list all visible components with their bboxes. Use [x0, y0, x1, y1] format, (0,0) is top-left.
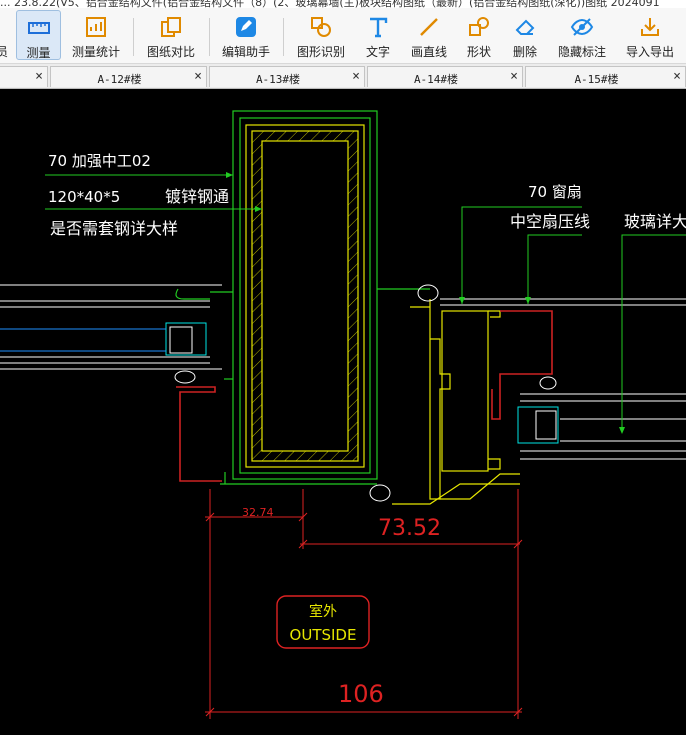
toolbar: 员 测量 测量统计 图纸对比 编辑助手 图形识别 文字 画直线 形状 删除 隐藏…: [0, 8, 686, 64]
edit-assistant-icon: [236, 17, 256, 37]
cad-drawing: 70 加强中工02 120*40*5 镀锌钢通 是否需套钢详大样 70 窗扇 中…: [0, 110, 686, 719]
outside-label-en: OUTSIDE: [290, 626, 357, 644]
measure-stats-label: 测量统计: [71, 45, 120, 59]
compare-drawings-button[interactable]: 图纸对比: [140, 10, 202, 60]
delete-label: 删除: [512, 45, 537, 59]
dimension-lines: [205, 489, 523, 719]
measure-stats-icon: [86, 17, 106, 37]
outside-label-cn: 室外: [309, 603, 337, 620]
window-title: ... 23.8.22(V5、铝合金结构文件(铝合金结构文件（8）(2、玻璃幕墙…: [0, 0, 686, 8]
tab-label: A-12#楼: [97, 73, 142, 86]
tab-a13[interactable]: A-13#楼 ×: [209, 66, 365, 87]
compare-drawings-label: 图纸对比: [146, 45, 195, 59]
dimension-total: 106: [338, 680, 384, 708]
annotation-steel-detail-question: 是否需套钢详大样: [50, 219, 178, 238]
steel-tube: [245, 124, 365, 468]
shape-button[interactable]: 形状: [459, 10, 499, 60]
close-icon[interactable]: ×: [510, 69, 518, 84]
tab-label: A-13#楼: [255, 73, 301, 86]
top-right-lines: [440, 298, 686, 306]
drawing-tabs: × A-12#楼 × A-13#楼 × A-14#楼 × A-15#楼 ×: [0, 64, 686, 89]
annotation-window-sash: 70 窗扇: [528, 183, 582, 201]
shape-recognition-icon: [311, 17, 331, 37]
red-frames: [176, 310, 553, 482]
draw-line-button[interactable]: 画直线: [404, 10, 454, 60]
measure-label: 测量: [26, 46, 51, 60]
annotation-steel-size: 120*40*5: [48, 188, 120, 206]
line-icon: [420, 18, 438, 36]
close-icon[interactable]: ×: [352, 69, 360, 84]
window-sash-profile: [392, 299, 520, 505]
right-glass-panel: [517, 393, 686, 460]
shape-label: 形状: [466, 45, 491, 59]
eye-hidden-icon: [570, 18, 594, 36]
outside-label: 室外 OUTSIDE: [276, 595, 370, 649]
tab-a14[interactable]: A-14#楼 ×: [367, 66, 523, 87]
tab-a15[interactable]: A-15#楼 ×: [525, 66, 686, 87]
partial-tool-label: 员: [0, 45, 9, 59]
measure-button[interactable]: 测量: [16, 10, 61, 60]
dimension-mid: 73.52: [378, 516, 441, 541]
hide-annotations-label: 隐藏标注: [557, 45, 606, 59]
cad-canvas[interactable]: 70 加强中工02 120*40*5 镀锌钢通 是否需套钢详大样 70 窗扇 中…: [0, 89, 686, 735]
shape-recognition-label: 图形识别: [296, 45, 345, 59]
shape-recognition-button[interactable]: 图形识别: [290, 10, 352, 60]
gaskets: [174, 284, 557, 502]
annotation-galvanized-tube: 镀锌钢通: [165, 187, 229, 206]
annotation-reinforcement: 70 加强中工02: [48, 152, 151, 170]
leader-lines: [45, 174, 686, 429]
text-icon: [370, 17, 388, 38]
tab-label: A-15#楼: [574, 73, 619, 86]
measure-stats-button[interactable]: 测量统计: [66, 10, 126, 60]
close-icon[interactable]: ×: [673, 69, 681, 84]
import-export-label: 导入导出: [625, 45, 674, 59]
dimension-small: 32.74: [242, 506, 274, 519]
import-export-button[interactable]: 导入导出: [618, 10, 682, 60]
edit-assistant-button[interactable]: 编辑助手: [216, 10, 276, 60]
annotation-glass-detail: 玻璃详大样: [624, 212, 686, 231]
eraser-icon: [515, 19, 535, 35]
delete-button[interactable]: 删除: [504, 10, 546, 60]
edit-assistant-label: 编辑助手: [221, 45, 270, 59]
leader-arrowheads: [226, 172, 625, 434]
close-icon[interactable]: ×: [194, 69, 202, 84]
toolbar-divider: [283, 18, 284, 56]
text-tool-label: 文字: [365, 45, 390, 59]
left-glass-panel: [0, 284, 222, 370]
close-icon[interactable]: ×: [35, 69, 43, 84]
import-export-icon: [641, 18, 659, 36]
tab-a12[interactable]: A-12#楼 ×: [50, 66, 207, 87]
mullion-frame: [175, 110, 430, 485]
partial-tool-button[interactable]: 员: [0, 10, 10, 60]
compare-icon: [161, 17, 181, 37]
ruler-icon: [27, 22, 50, 34]
draw-line-label: 画直线: [410, 45, 447, 59]
annotation-texts: 70 加强中工02 120*40*5 镀锌钢通 是否需套钢详大样 70 窗扇 中…: [48, 152, 686, 238]
annotation-sash-bead: 中空扇压线: [510, 212, 590, 231]
toolbar-divider: [209, 18, 210, 56]
tab-partial[interactable]: ×: [0, 66, 48, 87]
dimension-texts: 32.74 73.52 106: [242, 506, 441, 708]
toolbar-divider: [133, 18, 134, 56]
tab-label: A-14#楼: [413, 73, 459, 86]
hide-annotations-button[interactable]: 隐藏标注: [552, 10, 612, 60]
shape-icon: [469, 17, 489, 36]
text-tool-button[interactable]: 文字: [358, 10, 398, 60]
